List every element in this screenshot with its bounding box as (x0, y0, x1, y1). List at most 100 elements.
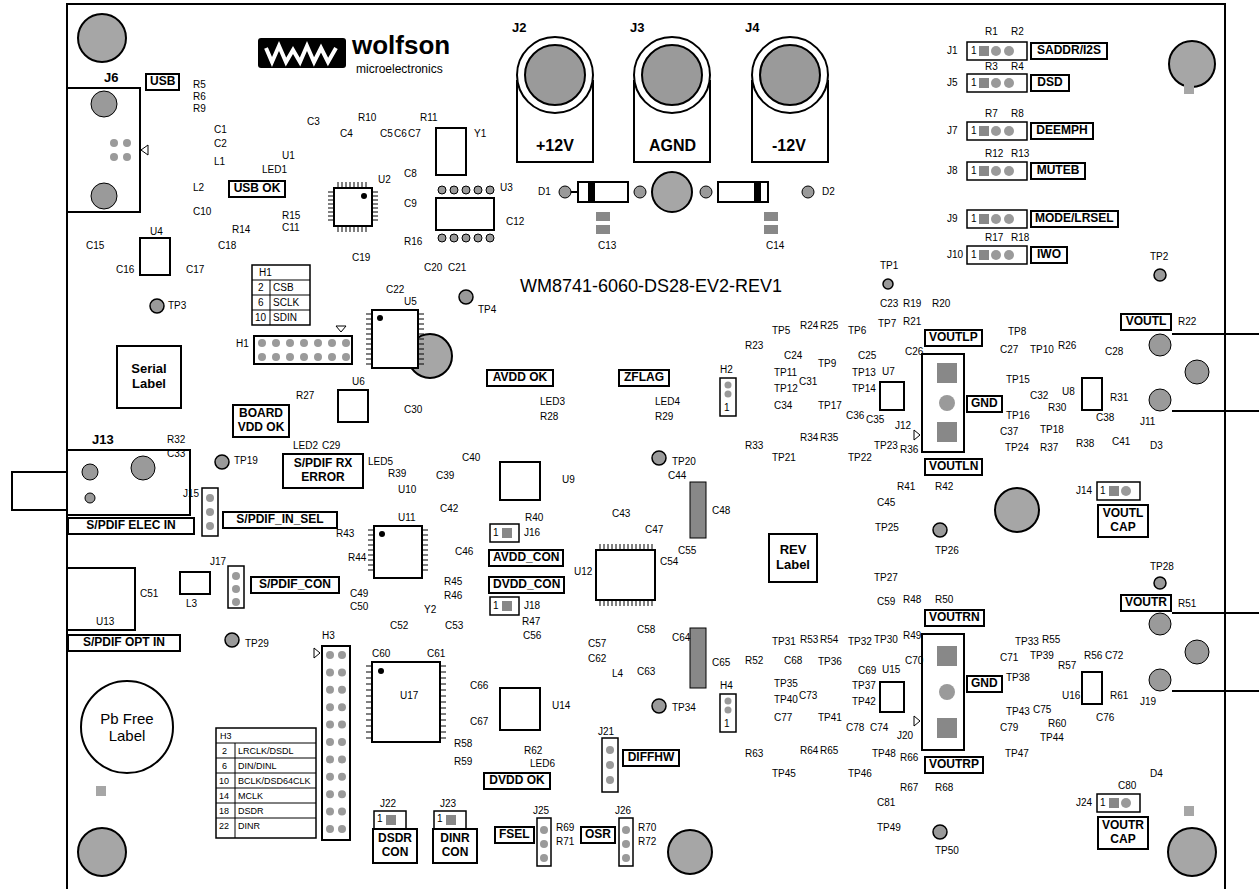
capacitor-pad (764, 225, 778, 234)
silkscreen-label: TP25 (875, 522, 899, 534)
silkscreen-label: TP10 (1030, 344, 1054, 356)
capacitor-pad (690, 482, 706, 538)
silkscreen-label: C67 (470, 716, 488, 728)
silkscreen-label: TP9 (818, 358, 836, 370)
silkscreen-label: R72 (638, 836, 656, 848)
silkscreen-label: C11 (282, 222, 300, 234)
silkscreen-label: SCLK (273, 297, 299, 309)
silkscreen-label: R65 (820, 745, 838, 757)
silkscreen-label: U6 (352, 376, 365, 388)
header-pin (314, 339, 322, 347)
diode-band (754, 182, 761, 202)
silkscreen-label: J21 (598, 726, 614, 738)
header-pin (338, 808, 346, 816)
opamp-package (1082, 378, 1102, 410)
jumper-pad (1004, 250, 1014, 260)
silkscreen-label: U7 (882, 366, 895, 378)
box-text: Serial Label (121, 362, 177, 392)
optical-receiver (67, 568, 135, 630)
usb-pin (123, 153, 131, 161)
silkscreen-label: R3 (985, 61, 998, 73)
silkscreen-label: R61 (1110, 690, 1128, 702)
silkscreen-label: L1 (214, 156, 225, 168)
connector-pad (85, 493, 95, 503)
silkscreen-label: 22 (219, 821, 229, 832)
silkscreen-label: R38 (1076, 438, 1094, 450)
header-pin (540, 826, 548, 834)
silkscreen-label: CSB (273, 282, 294, 294)
rca-pad (1149, 669, 1171, 691)
header-pin (326, 703, 334, 711)
pin-header (202, 488, 218, 536)
ic-package (596, 550, 655, 600)
header-pin (328, 353, 336, 361)
silkscreen-label: TP2 (1150, 251, 1168, 263)
silkscreen-label: R36 (900, 444, 918, 456)
silkscreen-label: C40 (462, 452, 480, 464)
mounting-hole (1169, 41, 1215, 87)
silkscreen-label: TP40 (774, 694, 798, 706)
pin-header (537, 818, 551, 866)
silkscreen-label: R68 (935, 782, 953, 794)
silkscreen-label: 1 (493, 600, 499, 612)
silkscreen-label: C5 (380, 128, 393, 140)
silkscreen-label: J11 (1140, 416, 1155, 428)
header-pin (338, 668, 346, 676)
opamp-package (1082, 672, 1102, 704)
header-pin (314, 353, 322, 361)
silkscreen-label: TP8 (1008, 326, 1026, 338)
header-pin (606, 776, 614, 784)
silkscreen-label: C30 (404, 404, 422, 416)
silkscreen-label: TP23 (874, 440, 898, 452)
header-pin (725, 698, 732, 705)
box-text: DSD (1037, 76, 1062, 90)
jumper-pad (1109, 486, 1119, 496)
silkscreen-label: C29 (322, 440, 340, 452)
silkscreen-label: H3 (220, 731, 232, 742)
silkscreen-label: J20 (897, 730, 913, 742)
silkscreen-label: TP3 (168, 300, 186, 312)
silkscreen-label: 1 (971, 213, 977, 225)
silkscreen-label: TP24 (1005, 442, 1029, 454)
logo-mark (258, 38, 346, 68)
pin1-dot (377, 315, 383, 321)
ic-pin-ticks (338, 182, 366, 188)
silkscreen-box: VOUTLN (924, 458, 983, 476)
header-pin (338, 651, 346, 659)
silkscreen-label: TP11 (774, 367, 797, 379)
silkscreen-label: C22 (386, 284, 404, 296)
silkscreen-label: C53 (445, 620, 463, 632)
ic-pin-ticks (372, 192, 378, 220)
header-pin (326, 651, 334, 659)
silkscreen-label: R43 (336, 528, 354, 540)
box-text: OSR (585, 828, 611, 842)
usb-shield-pad (91, 91, 117, 117)
jumper-outline (967, 210, 1027, 228)
box-text: MUTEB (1037, 164, 1080, 178)
silkscreen-label: R67 (900, 782, 918, 794)
jumper-outline (1097, 482, 1140, 500)
box-text: ZFLAG (624, 371, 664, 385)
silkscreen-label: C25 (858, 350, 876, 362)
jumper-pad (991, 46, 1001, 56)
silkscreen-label: TP20 (672, 456, 696, 468)
box-text: USB OK (234, 182, 281, 196)
test-point (652, 699, 666, 713)
ic-pin-ticks (368, 530, 374, 570)
silkscreen-label: TP42 (852, 696, 876, 708)
silkscreen-label: 1 (971, 45, 977, 57)
silkscreen-label: J22 (380, 798, 396, 810)
pin-header (228, 566, 244, 608)
silkscreen-label: C42 (440, 503, 458, 515)
box-text: MODE/LRSEL (1035, 212, 1114, 226)
silkscreen-label: R49 (903, 630, 921, 642)
diode-pad (559, 186, 571, 198)
rca-pad (1149, 613, 1171, 635)
silkscreen-label: C15 (86, 240, 104, 252)
pin-header (619, 818, 633, 866)
box-text: DVDD OK (489, 774, 544, 788)
silkscreen-label: R20 (932, 298, 950, 310)
silkscreen-label: TP47 (1005, 748, 1029, 760)
connector-pad (937, 363, 957, 383)
silkscreen-label: R22 (1178, 316, 1196, 328)
